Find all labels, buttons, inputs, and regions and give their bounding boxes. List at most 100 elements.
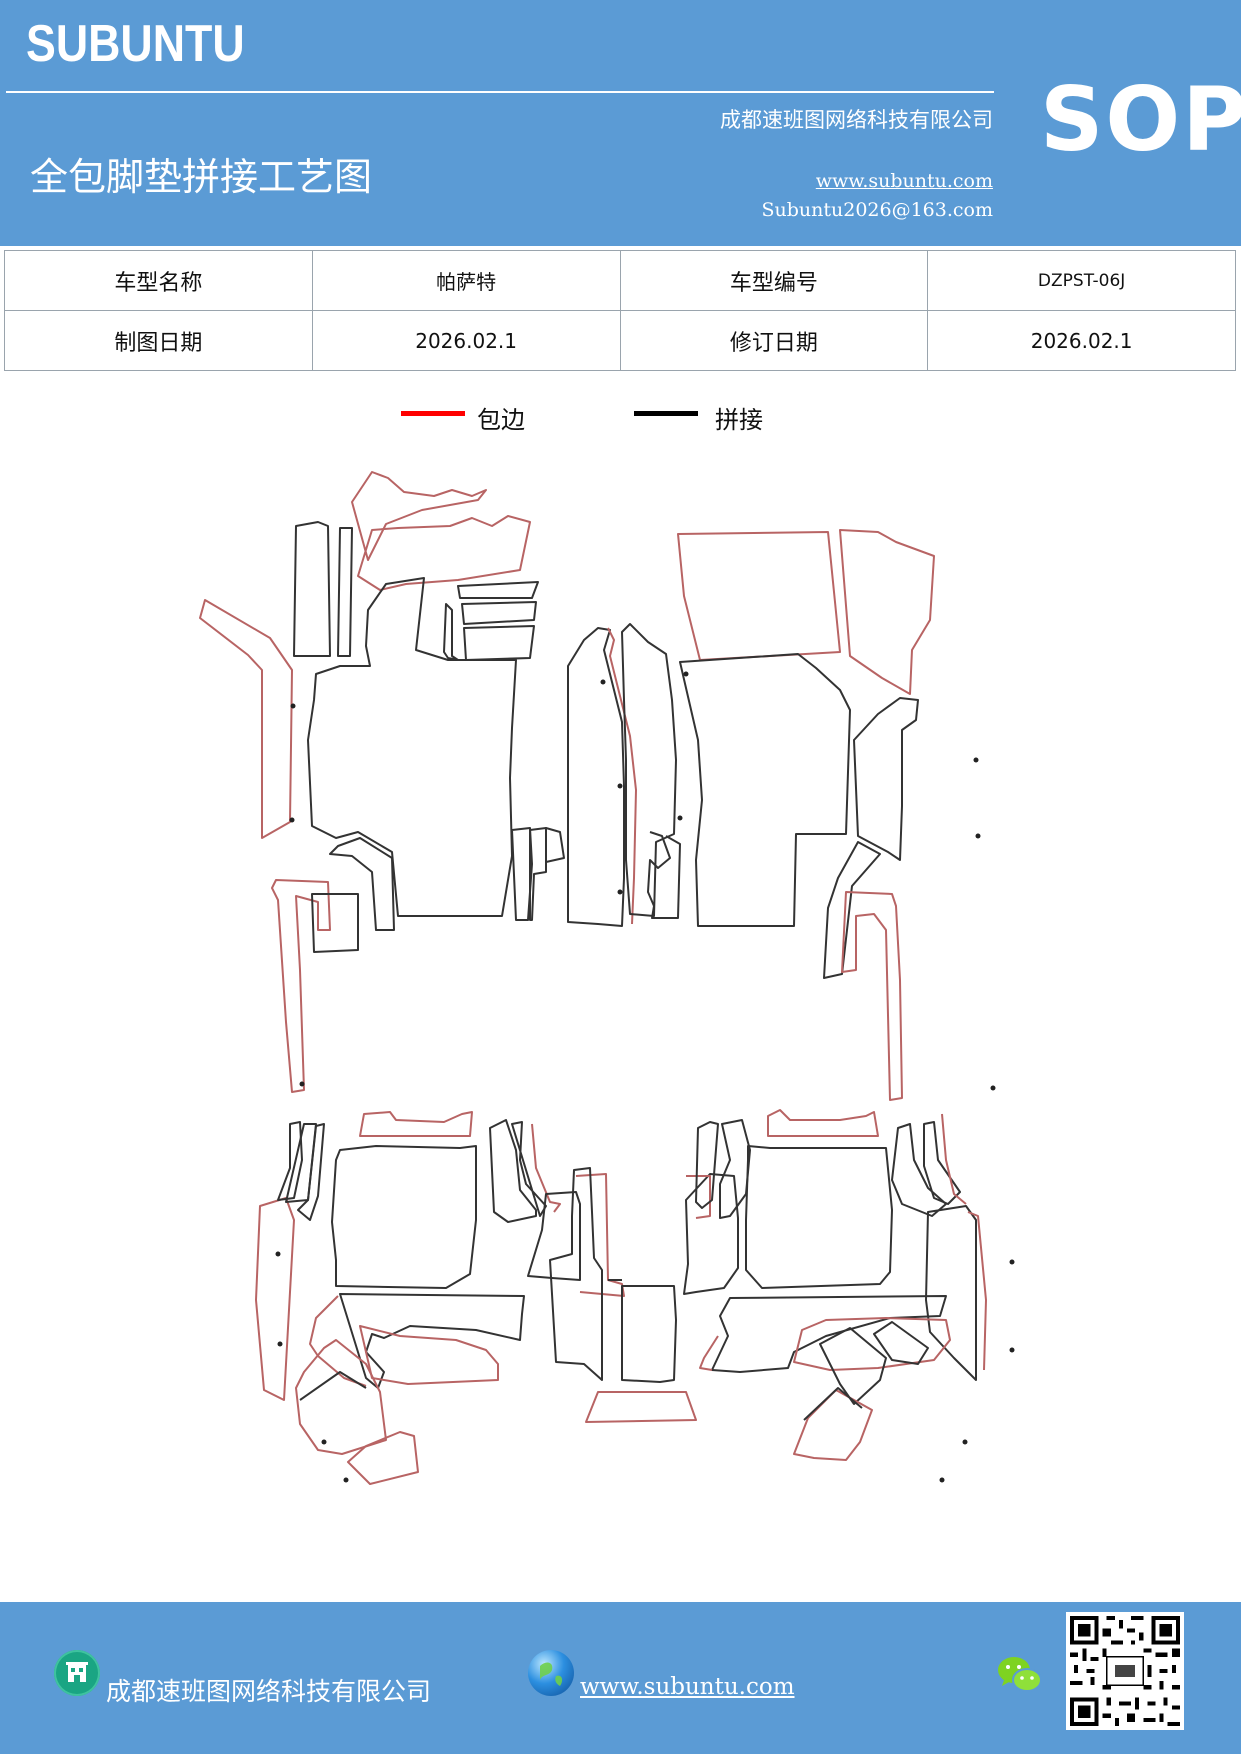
mat-piece [647, 831, 681, 919]
mat-piece [745, 1145, 893, 1289]
mat-piece [819, 1327, 887, 1405]
mat-piece [891, 1123, 947, 1217]
mat-piece [967, 1211, 987, 1371]
building-icon [54, 1650, 100, 1696]
mat-piece [683, 1173, 739, 1295]
mount-hole [321, 1439, 327, 1445]
legend-swatch-edge [401, 411, 465, 416]
mat-piece [545, 827, 565, 863]
mount-hole [677, 815, 683, 821]
model-code-value: DZPST-06J [927, 250, 1236, 311]
mat-piece [359, 1325, 499, 1385]
mat-piece [357, 515, 531, 591]
info-table: 车型名称 帕萨特 车型编号 DZPST-06J 制图日期 2026.02.1 修… [4, 250, 1236, 371]
table-row: 制图日期 2026.02.1 修订日期 2026.02.1 [4, 310, 1236, 371]
page-title: 全包脚垫拼接工艺图 [30, 155, 373, 199]
mat-piece [271, 879, 331, 1093]
mat-piece [293, 521, 331, 657]
mat-piece [511, 1121, 547, 1217]
mat-piece [299, 1371, 367, 1401]
mat-piece [199, 599, 293, 839]
mat-piece [457, 581, 539, 599]
mat-piece [607, 627, 637, 925]
mat-piece [347, 1431, 419, 1485]
mat-piece [677, 531, 841, 661]
wechat-icon [996, 1654, 1044, 1696]
mat-piece [853, 697, 919, 861]
globe-icon [528, 1650, 574, 1696]
mount-hole [617, 889, 623, 895]
mat-piece [443, 603, 459, 661]
mat-piece [329, 837, 395, 931]
mount-hole [939, 1477, 945, 1483]
mount-hole [1009, 1259, 1015, 1265]
mat-piece [549, 1167, 603, 1381]
draw-date-value: 2026.02.1 [311, 310, 621, 371]
mat-piece [255, 1197, 295, 1401]
mat-piece [489, 1119, 537, 1223]
mat-piece [307, 577, 517, 917]
model-name-label: 车型名称 [4, 250, 313, 311]
footer-website-link[interactable]: www.subuntu.com [580, 1674, 795, 1700]
brand-logo: SUBUNTU [26, 15, 245, 73]
mat-piece [621, 623, 677, 917]
mat-piece [585, 1391, 697, 1423]
mount-hole [275, 1251, 281, 1257]
mat-piece [767, 1109, 879, 1137]
model-name-value: 帕萨特 [311, 250, 621, 311]
mat-piece [567, 627, 625, 927]
mat-piece [339, 1293, 525, 1389]
model-code-label: 车型编号 [619, 250, 929, 311]
mat-piece [297, 1123, 325, 1221]
mount-hole [683, 671, 689, 677]
mat-piece [531, 1123, 561, 1213]
qr-code [1066, 1612, 1184, 1730]
mat-piece [699, 1335, 719, 1371]
mat-piece [295, 1339, 387, 1455]
mat-piece [686, 1175, 711, 1219]
mount-hole [617, 783, 623, 789]
mount-hole [975, 833, 981, 839]
mat-piece [941, 1113, 967, 1205]
legend-label-edge: 包边 [477, 406, 525, 434]
mat-piece [839, 529, 935, 695]
header-company: 成都速班图网络科技有限公司 [720, 108, 993, 132]
mat-piece [461, 601, 537, 625]
mat-piece [463, 625, 535, 661]
mount-hole [290, 703, 296, 709]
mount-hole [990, 1085, 996, 1091]
mount-hole [277, 1341, 283, 1347]
footer-banner: 成都速班图网络科技有限公司 www.subuntu.com [0, 1602, 1241, 1754]
mat-piece [529, 827, 547, 921]
mat-piece [793, 1317, 951, 1371]
mat-piece [925, 1205, 977, 1381]
header-email: Subuntu2026@163.com [761, 199, 993, 221]
mount-hole [343, 1477, 349, 1483]
legend: 包边 拼接 [0, 400, 1241, 440]
header-website-link[interactable]: www.subuntu.com [815, 170, 993, 192]
mount-hole [600, 679, 606, 685]
revise-date-value: 2026.02.1 [927, 310, 1236, 371]
revise-date-label: 修订日期 [619, 310, 929, 371]
mount-hole [1009, 1347, 1015, 1353]
mat-piece [803, 1387, 863, 1421]
legend-swatch-seam [634, 411, 698, 416]
mat-piece [309, 1295, 367, 1387]
floor-mat-diagram [199, 471, 1015, 1485]
mat-piece [695, 1121, 719, 1209]
mat-piece [823, 841, 881, 979]
mat-piece [841, 891, 903, 1101]
sop-badge: SOP [1040, 68, 1241, 171]
mat-piece [331, 1145, 477, 1289]
mat-piece [711, 1295, 947, 1373]
footer-company: 成都速班图网络科技有限公司 [106, 1677, 432, 1706]
mat-piece [527, 1191, 581, 1281]
mat-piece [277, 1121, 303, 1201]
draw-date-label: 制图日期 [4, 310, 313, 371]
mat-piece [719, 1119, 751, 1219]
mount-hole [962, 1439, 968, 1445]
mount-hole [289, 817, 295, 823]
legend-label-seam: 拼接 [715, 406, 763, 434]
mat-piece [621, 1285, 677, 1383]
table-row: 车型名称 帕萨特 车型编号 DZPST-06J [4, 250, 1236, 311]
